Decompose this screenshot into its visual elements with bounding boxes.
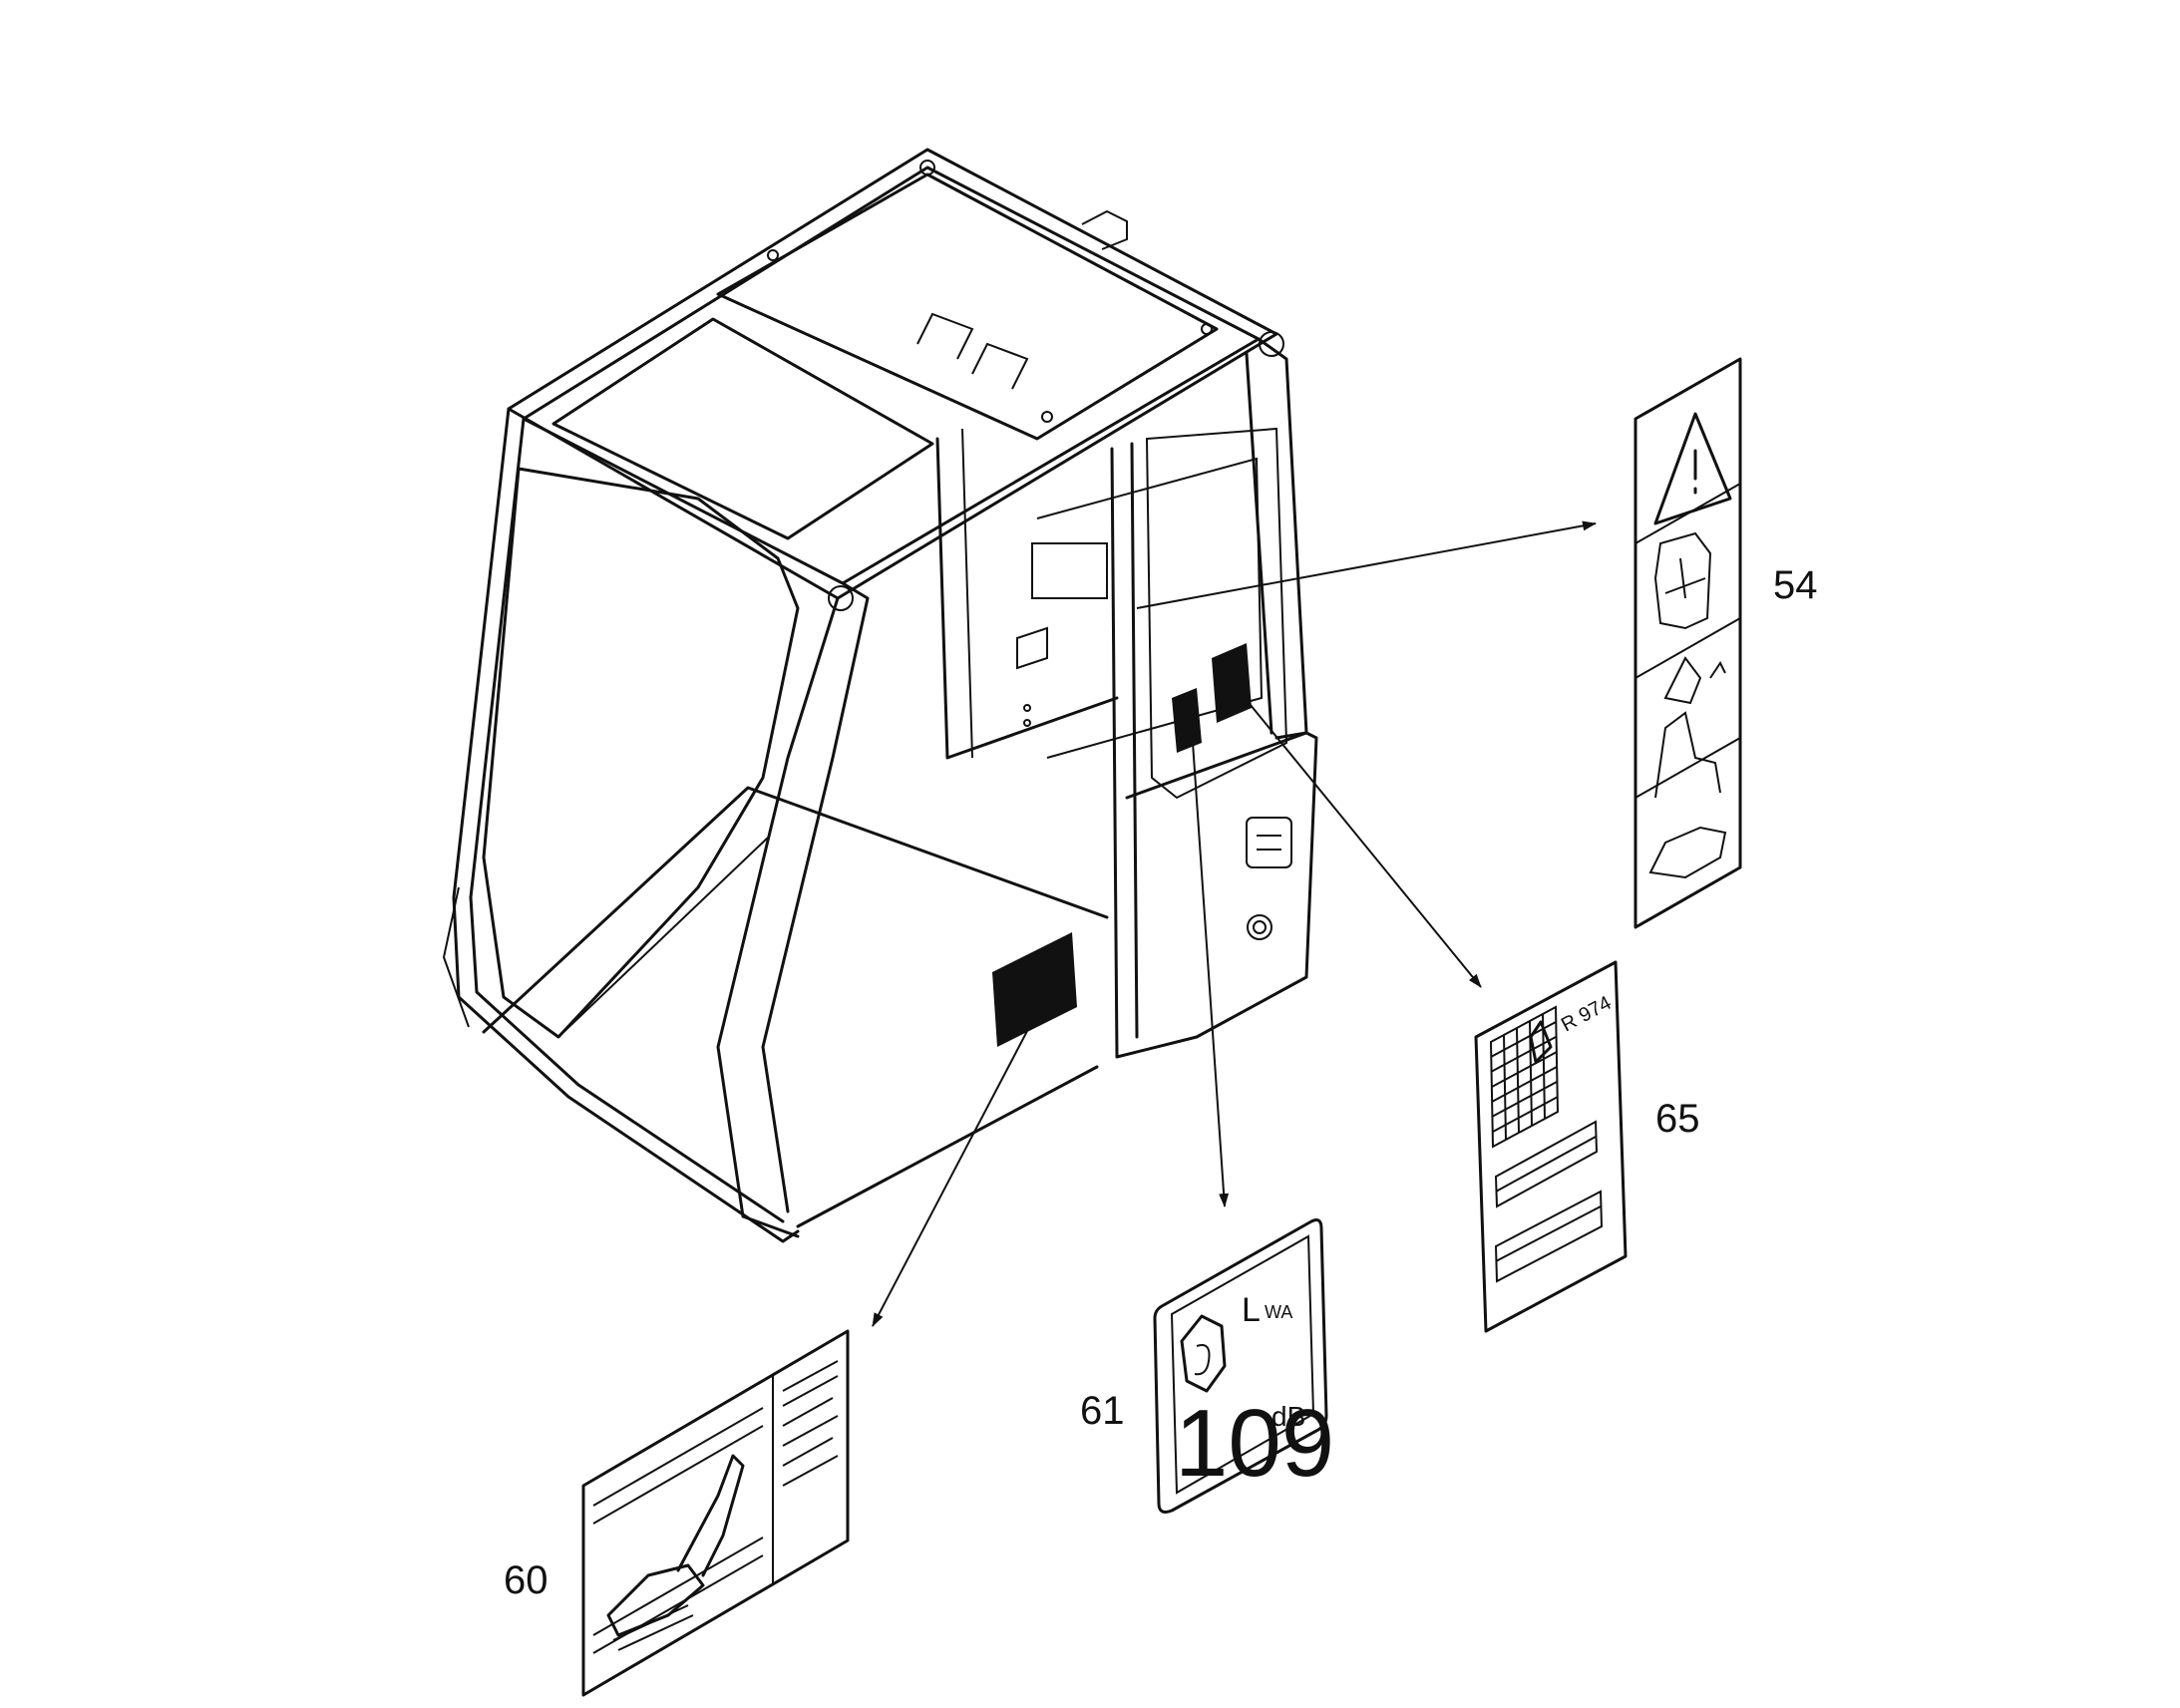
model-label: R 974	[1558, 992, 1615, 1036]
ear-protection-icon	[1180, 1314, 1227, 1393]
leader-61	[1191, 727, 1230, 1207]
sound-symbol: L	[1242, 1291, 1261, 1329]
callout-65: 65	[1655, 1097, 1700, 1141]
sound-unit: dB	[1272, 1401, 1305, 1432]
callout-61: 61	[1080, 1389, 1125, 1433]
decal-65-model-plate: R 974	[1474, 960, 1628, 1333]
warning-triangle-icon	[1653, 412, 1732, 525]
callout-60: 60	[504, 1558, 548, 1602]
callout-54: 54	[1773, 563, 1818, 607]
excavator-icon	[606, 1563, 705, 1637]
decal-60-machine-diagram	[581, 1329, 850, 1697]
sound-value: 109	[1175, 1390, 1334, 1497]
decal-54-warning	[1634, 357, 1742, 929]
leader-54	[1136, 520, 1597, 609]
leader-65	[1236, 687, 1482, 988]
operator-cab	[442, 148, 1318, 1243]
sound-subscript: WA	[1265, 1302, 1292, 1322]
lifting-chart-grid	[1489, 1005, 1560, 1149]
decal-61-sound-level: L WA 109 dB	[1153, 1218, 1334, 1514]
leader-lines	[872, 520, 1597, 1327]
leader-60	[872, 1011, 1038, 1327]
